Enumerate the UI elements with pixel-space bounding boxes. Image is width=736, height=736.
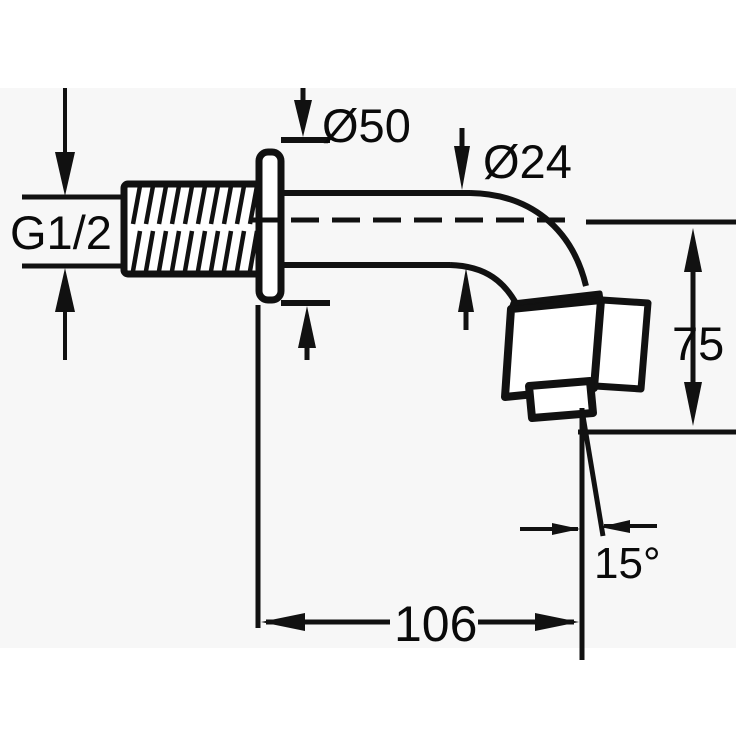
dimension-projection-106	[255, 305, 585, 660]
label-projection-106: 106	[394, 596, 477, 652]
flange-plate	[255, 148, 285, 304]
horizontal-pipe	[279, 190, 470, 268]
angle-inclined-line	[579, 409, 606, 537]
g-half-upper-arrowhead	[55, 152, 75, 196]
threaded-inlet	[120, 180, 270, 278]
label-pipe-diameter: Ø24	[483, 135, 572, 188]
label-thread-size: G1/2	[10, 206, 112, 259]
dim106-right-arrowhead	[535, 613, 579, 631]
dia50-lower-arrowhead	[298, 306, 316, 348]
bend-inner-curve	[449, 262, 520, 307]
angle-right-arrowhead	[600, 520, 630, 533]
dimension-g-half	[22, 88, 128, 360]
g-half-lower-arrowhead	[55, 268, 75, 312]
angle-left-arrowhead	[552, 523, 580, 535]
outlet-body	[501, 290, 652, 422]
outlet-aerator-block	[525, 377, 597, 422]
dimension-diameter-50	[281, 88, 330, 360]
thread-hatch-lower	[130, 230, 260, 272]
dia50-arrowhead	[294, 100, 312, 137]
mounting-flange	[255, 148, 285, 304]
dimension-diameter-24	[454, 128, 474, 330]
thread-body	[120, 180, 270, 278]
dim106-left-arrowhead	[261, 613, 305, 631]
dimension-height-75	[578, 219, 736, 435]
dim75-upper-arrowhead	[684, 228, 702, 272]
label-height-75: 75	[672, 317, 724, 370]
dia24-lower-arrowhead	[458, 268, 474, 312]
label-flange-diameter: Ø50	[322, 99, 411, 152]
dim75-lower-arrowhead	[684, 382, 702, 426]
dia24-arrowhead	[454, 146, 470, 190]
label-angle-15: 15°	[594, 539, 661, 588]
outlet-collar-band	[508, 290, 604, 312]
